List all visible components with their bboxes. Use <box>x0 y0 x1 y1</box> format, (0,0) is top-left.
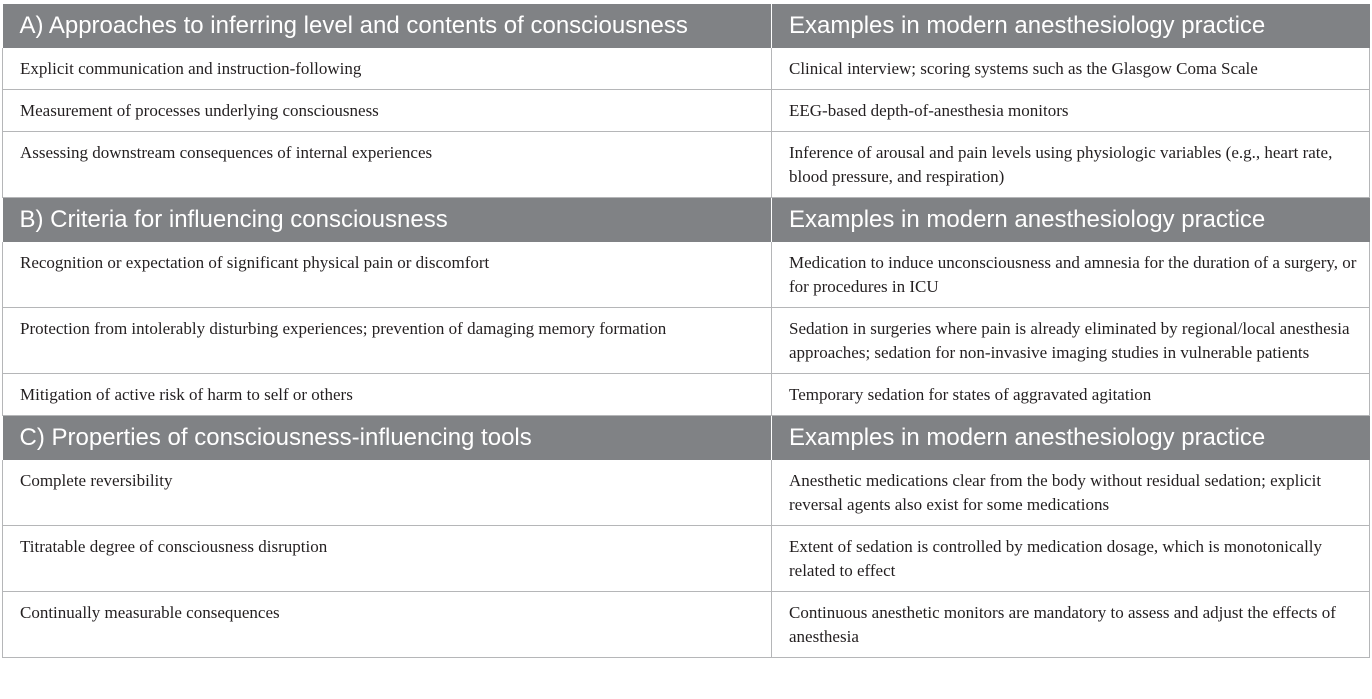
section-header-right: Examples in modern anesthesiology practi… <box>771 4 1370 48</box>
table-row: Measurement of processes underlying cons… <box>2 89 1370 132</box>
section-header-left: A) Approaches to inferring level and con… <box>2 4 772 48</box>
table-row: Protection from intolerably disturbing e… <box>2 307 1370 374</box>
table-row: Titratable degree of consciousness disru… <box>2 525 1370 592</box>
table-row: Complete reversibility Anesthetic medica… <box>2 460 1370 526</box>
row-criterion: Titratable degree of consciousness disru… <box>2 525 772 592</box>
consciousness-table: A) Approaches to inferring level and con… <box>2 4 1370 658</box>
section-header-left: C) Properties of consciousness-influenci… <box>2 415 772 460</box>
section-header-right: Examples in modern anesthesiology practi… <box>771 415 1370 460</box>
table-row: Continually measurable consequences Cont… <box>2 591 1370 658</box>
row-criterion: Mitigation of active risk of harm to sel… <box>2 373 772 416</box>
section-a-header-row: A) Approaches to inferring level and con… <box>2 4 1370 48</box>
row-example: Extent of sedation is controlled by medi… <box>771 525 1370 592</box>
row-example: Continuous anesthetic monitors are manda… <box>771 591 1370 658</box>
row-example: Medication to induce unconsciousness and… <box>771 242 1370 308</box>
table-row: Recognition or expectation of significan… <box>2 242 1370 308</box>
row-example: EEG-based depth-of-anesthesia monitors <box>771 89 1370 132</box>
section-b-header-row: B) Criteria for influencing consciousnes… <box>2 197 1370 242</box>
table-row: Explicit communication and instruction-f… <box>2 48 1370 90</box>
row-criterion: Assessing downstream consequences of int… <box>2 131 772 198</box>
table-row: Assessing downstream consequences of int… <box>2 131 1370 198</box>
row-criterion: Complete reversibility <box>2 460 772 526</box>
row-example: Anesthetic medications clear from the bo… <box>771 460 1370 526</box>
row-criterion: Continually measurable consequences <box>2 591 772 658</box>
section-header-left: B) Criteria for influencing consciousnes… <box>2 197 772 242</box>
row-criterion: Protection from intolerably disturbing e… <box>2 307 772 374</box>
section-header-right: Examples in modern anesthesiology practi… <box>771 197 1370 242</box>
table-row: Mitigation of active risk of harm to sel… <box>2 373 1370 416</box>
row-criterion: Explicit communication and instruction-f… <box>2 48 772 90</box>
row-example: Clinical interview; scoring systems such… <box>771 48 1370 90</box>
row-criterion: Measurement of processes underlying cons… <box>2 89 772 132</box>
row-example: Sedation in surgeries where pain is alre… <box>771 307 1370 374</box>
row-example: Temporary sedation for states of aggrava… <box>771 373 1370 416</box>
row-example: Inference of arousal and pain levels usi… <box>771 131 1370 198</box>
section-c-header-row: C) Properties of consciousness-influenci… <box>2 415 1370 460</box>
row-criterion: Recognition or expectation of significan… <box>2 242 772 308</box>
